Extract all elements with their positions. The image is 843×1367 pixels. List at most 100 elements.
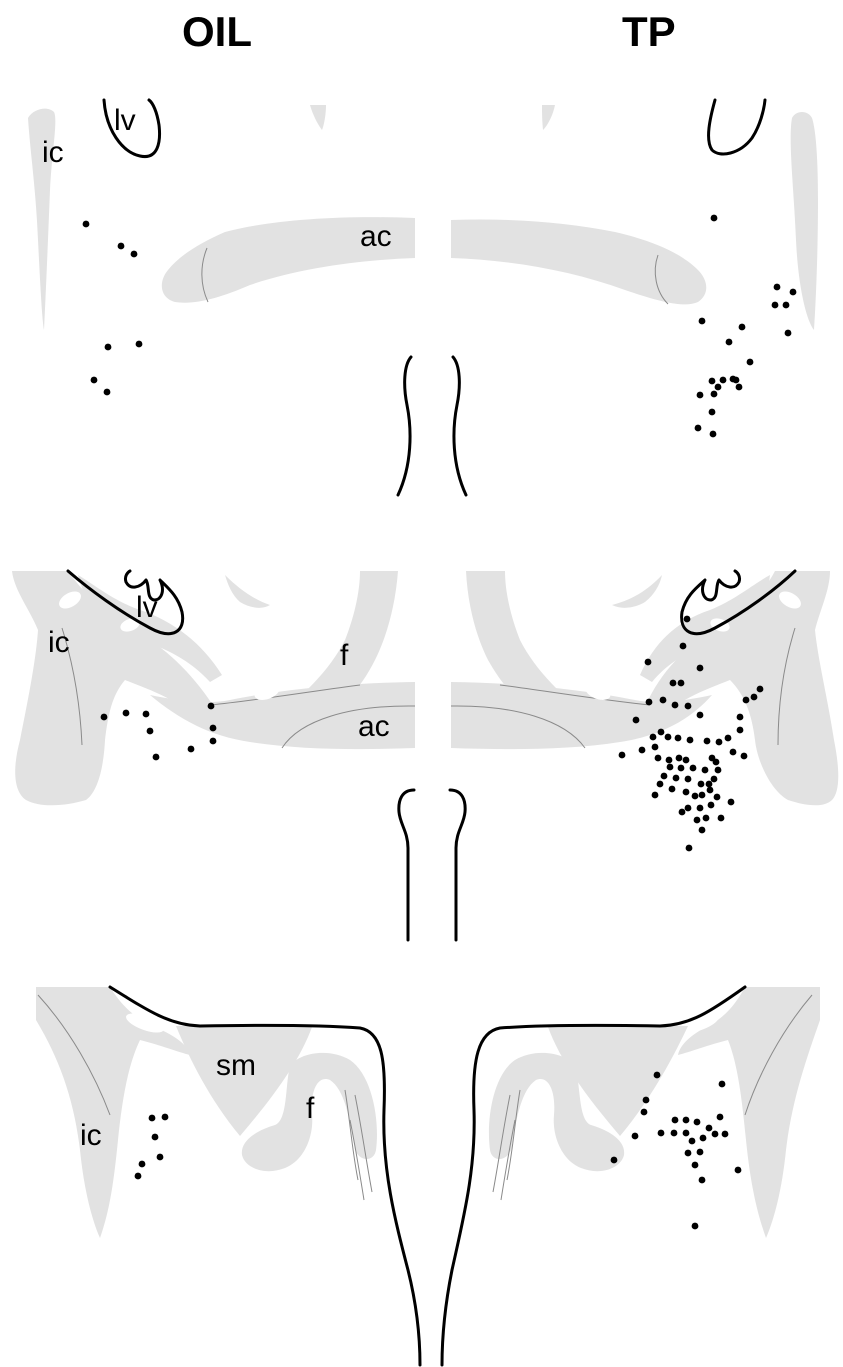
cell-marker-tp: [683, 789, 690, 796]
cell-marker-tp: [645, 659, 652, 666]
septal-sliver-right: [612, 575, 662, 608]
cell-marker-tp: [685, 1150, 692, 1157]
cell-marker-tp: [703, 815, 710, 822]
label-ic: ic: [80, 1119, 102, 1152]
cell-marker-tp: [711, 391, 718, 398]
cell-marker-tp: [715, 384, 722, 391]
cell-marker-tp: [657, 781, 664, 788]
cell-marker-tp: [772, 302, 779, 309]
label-lv: lv: [114, 104, 136, 137]
cell-marker-tp: [741, 753, 748, 760]
cell-marker-tp: [697, 805, 704, 812]
cell-marker-tp: [704, 738, 711, 745]
cell-marker-tp: [684, 616, 691, 623]
label-ic: ic: [48, 626, 70, 659]
label-f: f: [340, 639, 349, 672]
internal-capsule-right: [791, 112, 818, 330]
cell-marker-oil: [210, 738, 217, 745]
cell-marker-oil: [210, 725, 217, 732]
cell-marker-tp: [707, 787, 714, 794]
cell-marker-tp: [694, 1119, 701, 1126]
cell-marker-tp: [652, 792, 659, 799]
cell-marker-tp: [725, 735, 732, 742]
cell-marker-tp: [710, 431, 717, 438]
cell-marker-oil: [162, 1114, 169, 1121]
cell-marker-tp: [751, 694, 758, 701]
cell-marker-tp: [655, 755, 662, 762]
cell-marker-tp: [709, 378, 716, 385]
anterior-commissure-right: [451, 220, 706, 305]
cell-marker-tp: [687, 737, 694, 744]
third-ventricle-right-wall: [450, 790, 465, 940]
cell-marker-tp: [722, 1131, 729, 1138]
cell-marker-tp: [683, 757, 690, 764]
cell-marker-tp: [685, 805, 692, 812]
cell-marker-tp: [666, 757, 673, 764]
cell-marker-oil: [131, 251, 138, 258]
cell-marker-tp: [706, 1125, 713, 1132]
third-ventricle-left-wall: [399, 790, 414, 940]
internal-capsule-left: [36, 987, 190, 1238]
cell-marker-tp: [675, 735, 682, 742]
cell-marker-tp: [672, 702, 679, 709]
lateral-ventricle-right: [709, 100, 765, 154]
cell-marker-tp: [716, 739, 723, 746]
cell-marker-tp: [774, 284, 781, 291]
cell-marker-tp: [667, 764, 674, 771]
cell-marker-oil: [136, 341, 143, 348]
cell-marker-tp: [743, 697, 750, 704]
cell-marker-tp: [686, 845, 693, 852]
cell-marker-tp: [697, 1149, 704, 1156]
cell-marker-tp: [643, 1097, 650, 1104]
cell-marker-tp: [678, 765, 685, 772]
label-sm: sm: [216, 1049, 256, 1082]
cell-marker-tp: [747, 359, 754, 366]
cell-marker-tp: [711, 215, 718, 222]
cell-marker-tp: [683, 1117, 690, 1124]
cell-marker-tp: [712, 1131, 719, 1138]
cell-marker-tp: [639, 747, 646, 754]
cell-marker-oil: [91, 377, 98, 384]
cell-marker-tp: [785, 330, 792, 337]
cell-marker-tp: [633, 717, 640, 724]
cell-marker-oil: [118, 243, 125, 250]
cell-marker-tp: [665, 734, 672, 741]
cell-marker-tp: [737, 714, 744, 721]
cell-marker-oil: [152, 1134, 159, 1141]
cell-marker-tp: [700, 1135, 707, 1142]
cell-marker-tp: [790, 289, 797, 296]
cell-marker-tp: [728, 799, 735, 806]
cell-marker-oil: [104, 389, 111, 396]
cell-marker-tp: [658, 1130, 665, 1137]
cell-marker-tp: [694, 817, 701, 824]
section-caudal: sm f ic: [36, 987, 820, 1365]
cell-marker-tp: [715, 767, 722, 774]
cell-marker-oil: [143, 711, 150, 718]
third-ventricle-right-wall: [453, 357, 466, 495]
cell-marker-tp: [708, 802, 715, 809]
cell-marker-tp: [697, 712, 704, 719]
cell-marker-tp: [654, 1072, 661, 1079]
cell-marker-oil: [208, 703, 215, 710]
cell-marker-tp: [718, 815, 725, 822]
cell-marker-tp: [611, 1157, 618, 1164]
cell-marker-tp: [692, 793, 699, 800]
cell-marker-tp: [676, 755, 683, 762]
cell-marker-tp: [697, 392, 704, 399]
cell-marker-oil: [153, 754, 160, 761]
cell-marker-tp: [685, 703, 692, 710]
cell-marker-tp: [720, 377, 727, 384]
label-f: f: [306, 1092, 315, 1125]
cell-marker-tp: [683, 1130, 690, 1137]
cell-marker-tp: [652, 744, 659, 751]
cell-marker-tp: [689, 1138, 696, 1145]
septal-sliver-left: [310, 105, 326, 130]
septal-sliver-right: [542, 105, 555, 130]
cell-marker-tp: [737, 727, 744, 734]
cell-marker-tp: [699, 1177, 706, 1184]
cell-marker-tp: [702, 767, 709, 774]
cell-marker-tp: [673, 775, 680, 782]
cell-marker-tp: [671, 1130, 678, 1137]
cell-marker-tp: [699, 318, 706, 325]
